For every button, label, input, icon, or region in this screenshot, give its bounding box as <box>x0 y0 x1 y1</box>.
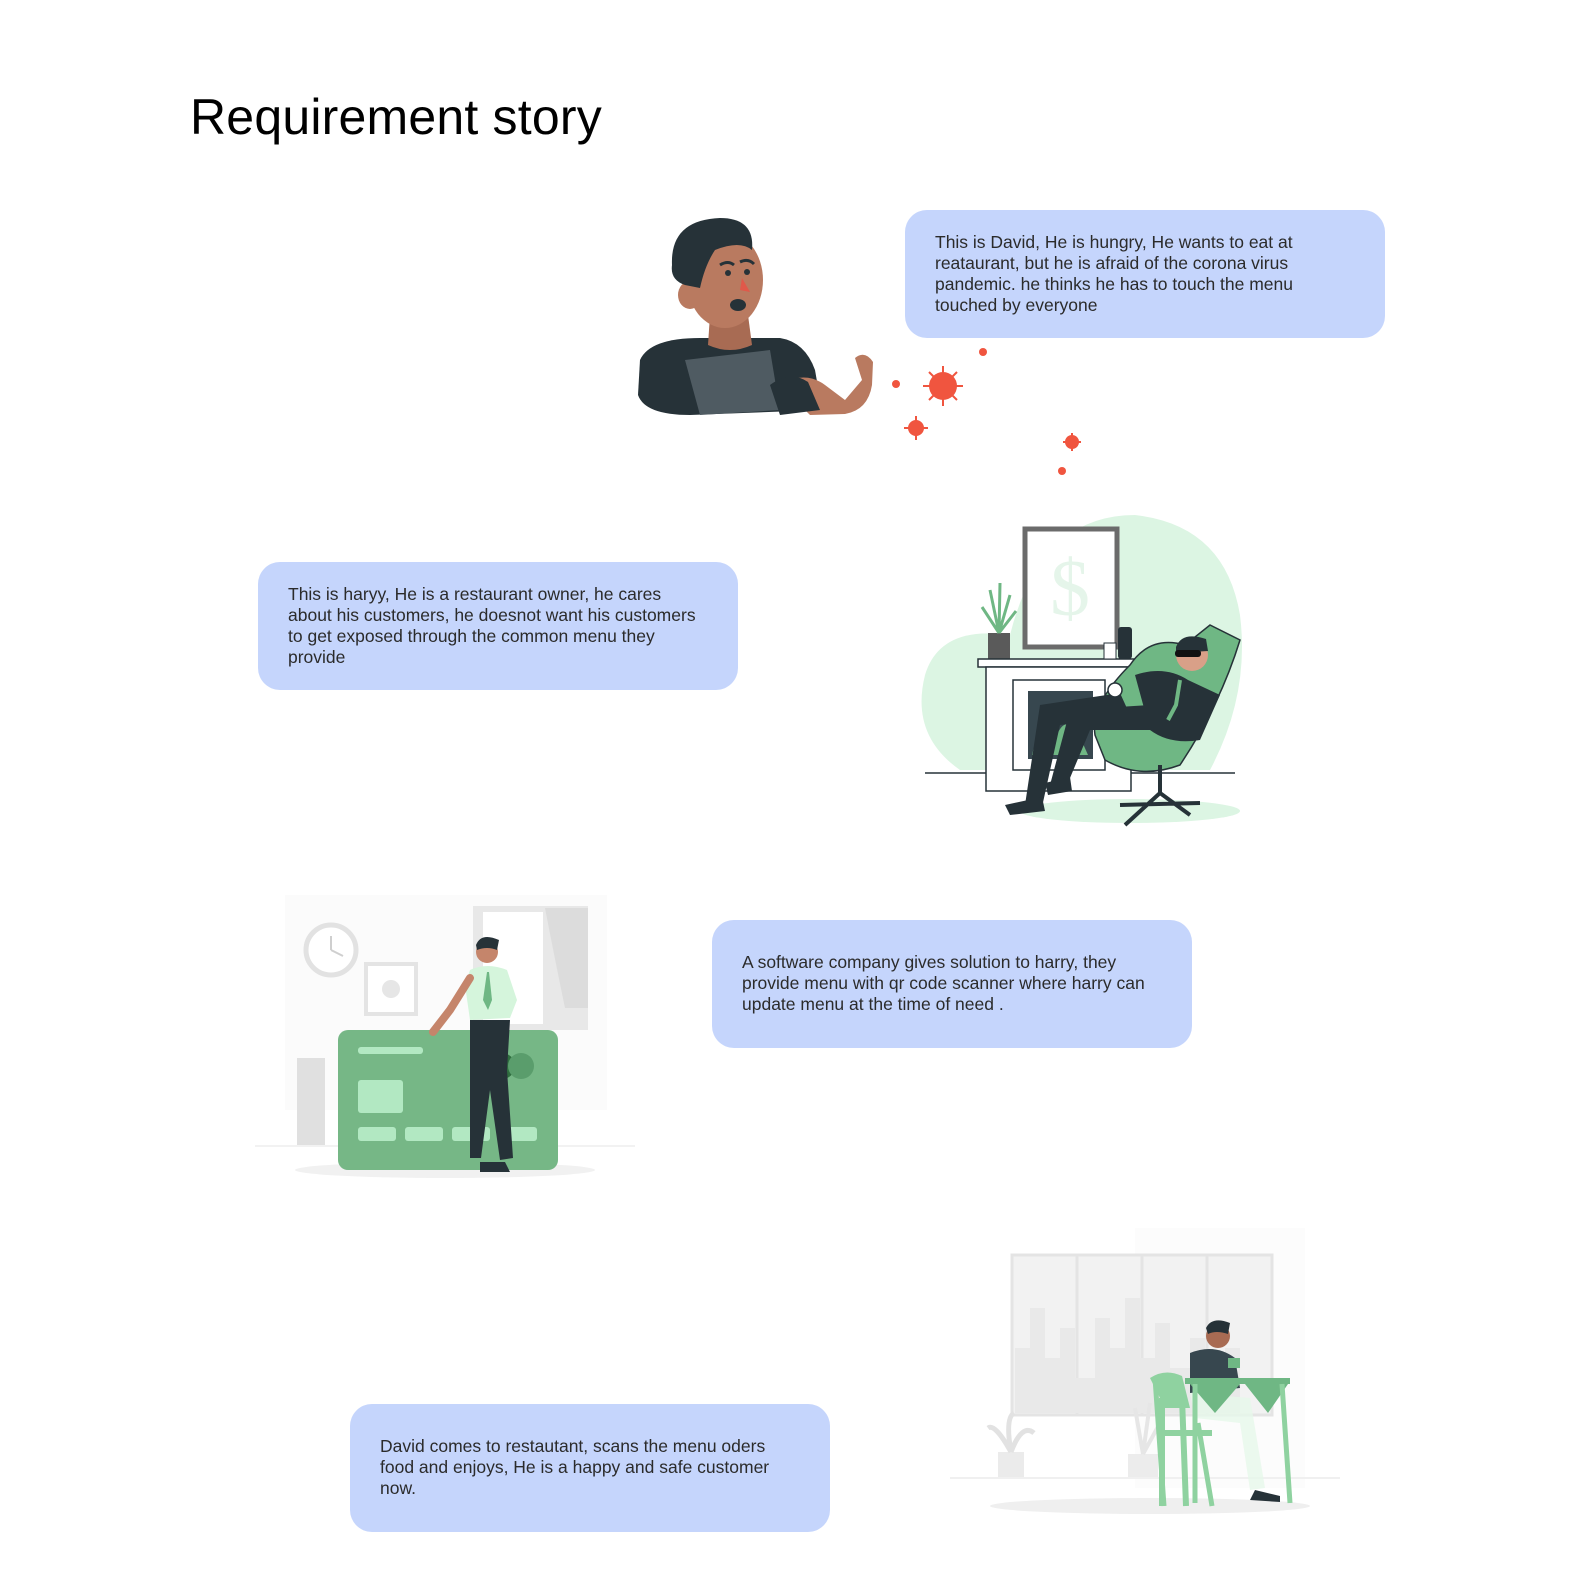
story-bubble-happy-customer: David comes to restautant, scans the men… <box>350 1404 830 1532</box>
story-text: A software company gives solution to har… <box>742 952 1145 1014</box>
page-title: Requirement story <box>190 89 602 145</box>
svg-text:$: $ <box>1050 545 1090 633</box>
credit-card-illustration <box>255 890 635 1190</box>
dining-man-illustration <box>950 1228 1340 1528</box>
story-text: This is David, He is hungry, He wants to… <box>935 232 1294 315</box>
businessman-illustration: $ <box>920 515 1250 835</box>
worried-man-illustration <box>630 210 1100 490</box>
story-bubble-harry-intro: This is haryy, He is a restaurant owner,… <box>258 562 738 690</box>
story-bubble-david-intro: This is David, He is hungry, He wants to… <box>905 210 1385 338</box>
story-text: This is haryy, He is a restaurant owner,… <box>288 584 696 667</box>
story-bubble-solution: A software company gives solution to har… <box>712 920 1192 1048</box>
story-text: David comes to restautant, scans the men… <box>380 1436 770 1498</box>
